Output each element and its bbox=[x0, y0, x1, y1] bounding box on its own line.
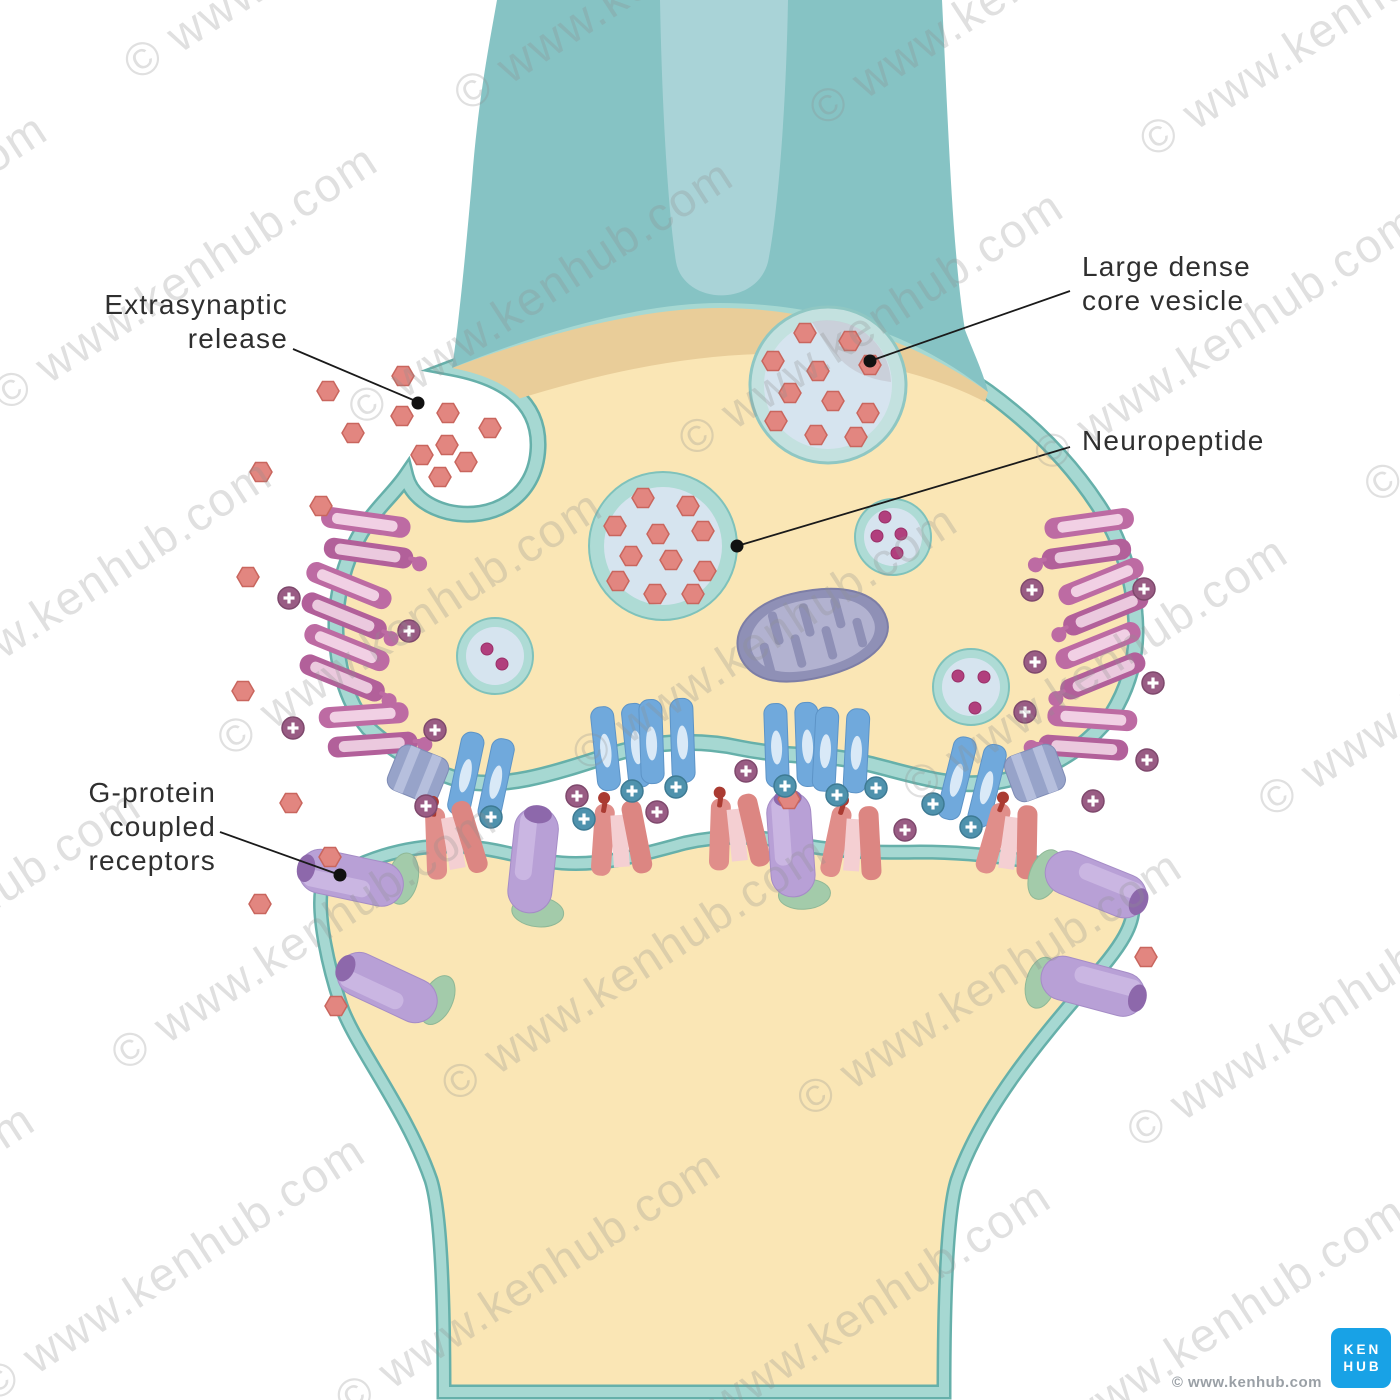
mitochondrion bbox=[736, 587, 889, 683]
small-vesicle bbox=[456, 617, 534, 695]
axon-inner-stripe bbox=[660, 0, 788, 296]
axon bbox=[452, 0, 988, 392]
label-neuropeptide: Neuropeptide bbox=[1082, 425, 1265, 456]
peptide-receptor bbox=[818, 792, 888, 882]
kenhub-logo: KEN HUB bbox=[1331, 1328, 1391, 1388]
small-vesicle bbox=[854, 498, 932, 576]
leader-extrasynaptic bbox=[292, 348, 419, 403]
neuropeptide-vesicle bbox=[588, 471, 738, 621]
small-vesicle bbox=[932, 648, 1010, 726]
peptide-receptor bbox=[700, 781, 773, 874]
leader-dots bbox=[333, 354, 877, 882]
leader-lines bbox=[219, 290, 1071, 876]
label-large-dense-core-vesicle: Large dense core vesicle bbox=[1082, 251, 1251, 316]
kenhub-logo-line2: HUB bbox=[1343, 1359, 1382, 1374]
peptide-receptor bbox=[584, 788, 654, 879]
label-g-protein-coupled-receptors: G-protein coupled receptors bbox=[88, 777, 216, 876]
postsynaptic-cell bbox=[313, 829, 1141, 1400]
kenhub-logo-line1: KEN bbox=[1343, 1342, 1382, 1357]
leader-large-dense bbox=[869, 290, 1071, 362]
leader-gpcr bbox=[219, 831, 341, 876]
large-dense-core-vesicle bbox=[748, 305, 908, 465]
copyright-text: © www.kenhub.com bbox=[1171, 1374, 1322, 1391]
label-extrasynaptic-release: Extrasynaptic release bbox=[104, 289, 288, 354]
leader-neuropeptide bbox=[736, 446, 1071, 547]
